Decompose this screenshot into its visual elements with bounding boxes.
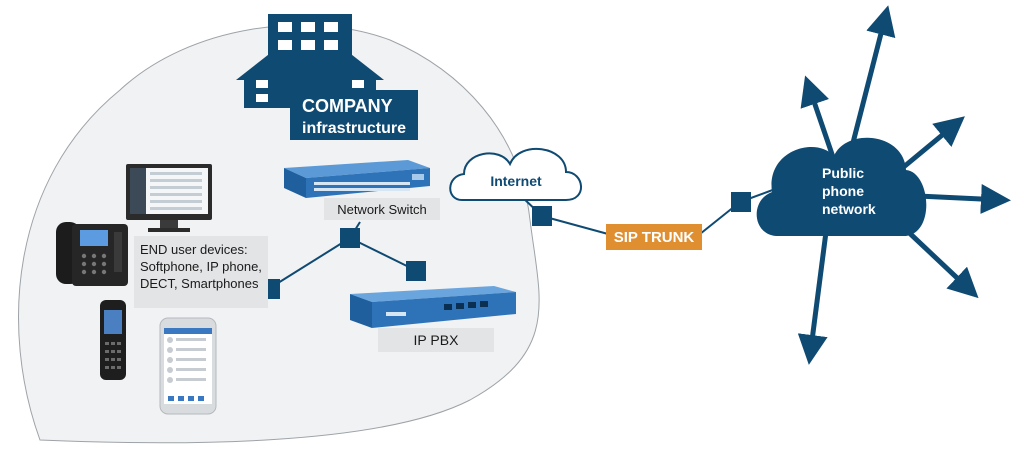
- public-network-label-line3: network: [822, 201, 876, 217]
- ip-pbx-label: IP PBX: [414, 332, 460, 348]
- end-user-label-line2: Softphone, IP phone,: [140, 259, 262, 274]
- network-switch-device: [284, 160, 430, 198]
- connector-node-internet: [532, 206, 552, 226]
- connector-node-public: [731, 192, 751, 212]
- company-label-line1: COMPANY: [302, 96, 393, 116]
- internet-cloud-icon: [449, 147, 582, 201]
- connector-node-hub: [340, 228, 360, 248]
- dect-phone-icon: [100, 300, 126, 380]
- network-switch-label-bg: [324, 198, 440, 220]
- public-network-cloud-icon: [756, 137, 927, 236]
- end-user-label-line1: END user devices:: [140, 242, 248, 257]
- end-user-label-line3: DECT, Smartphones: [140, 276, 259, 291]
- desktop-monitor-icon: [126, 164, 212, 232]
- sip-trunk-badge: [606, 224, 702, 250]
- network-switch-label: Network Switch: [337, 202, 427, 217]
- ip-pbx-label-bg: [378, 328, 494, 352]
- internet-label: Internet: [490, 173, 542, 189]
- connector-node-pbx: [406, 261, 426, 281]
- sip-trunk-label: SIP TRUNK: [614, 229, 695, 246]
- smartphone-icon: [159, 317, 217, 415]
- end-user-label-bg: [134, 236, 268, 308]
- company-label-line2: infrastructure: [302, 120, 406, 137]
- ip-phone-icon: [56, 222, 128, 286]
- public-network-arrows: [797, 5, 1011, 365]
- public-network-label-line2: phone: [822, 183, 864, 199]
- company-label-box: [290, 90, 418, 140]
- ip-pbx-device: [350, 286, 516, 328]
- public-network-label-line1: Public: [822, 165, 864, 181]
- connector-nodes: [260, 192, 751, 299]
